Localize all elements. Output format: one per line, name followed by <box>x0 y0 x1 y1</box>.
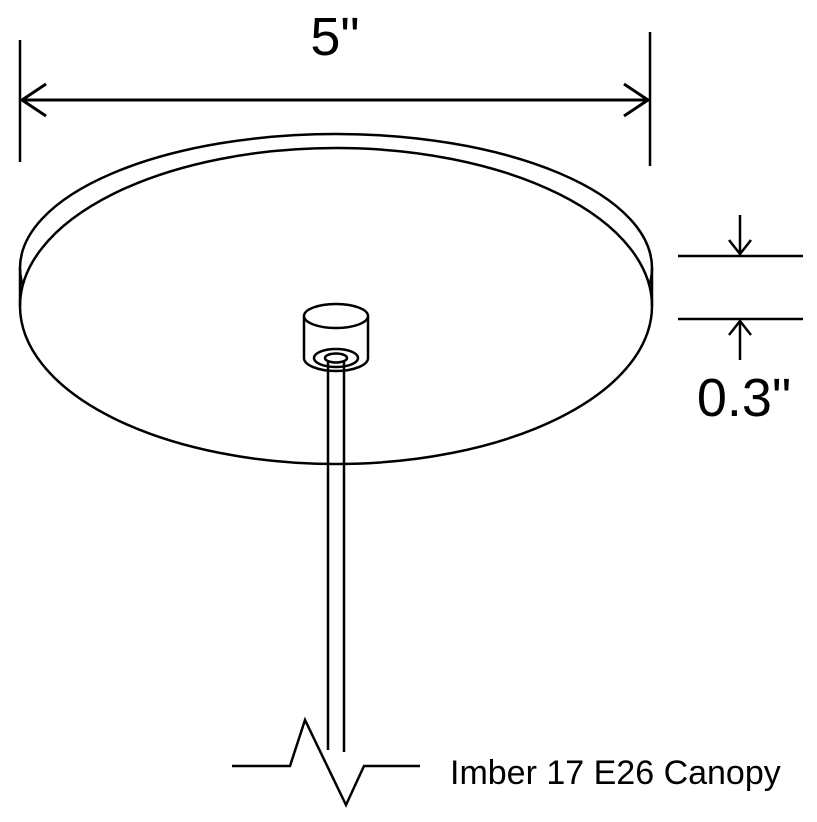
cord-grip <box>302 302 370 373</box>
break-line <box>232 716 420 808</box>
height-arrowhead-bottom <box>728 318 752 336</box>
width-arrowhead-left <box>19 82 47 118</box>
cord-grip-top <box>302 302 370 330</box>
height-label: 0.3" <box>697 368 791 428</box>
product-caption: Imber 17 E26 Canopy <box>450 754 781 792</box>
height-dimension <box>678 215 803 360</box>
canopy-disc <box>18 132 654 466</box>
width-dimension: 5" <box>18 7 652 166</box>
width-arrowhead-right <box>623 82 651 118</box>
width-label: 5" <box>310 7 359 67</box>
height-arrowhead-top <box>728 239 752 257</box>
suspension-cord <box>326 362 346 752</box>
cord-grip-opening-inner <box>323 352 349 364</box>
